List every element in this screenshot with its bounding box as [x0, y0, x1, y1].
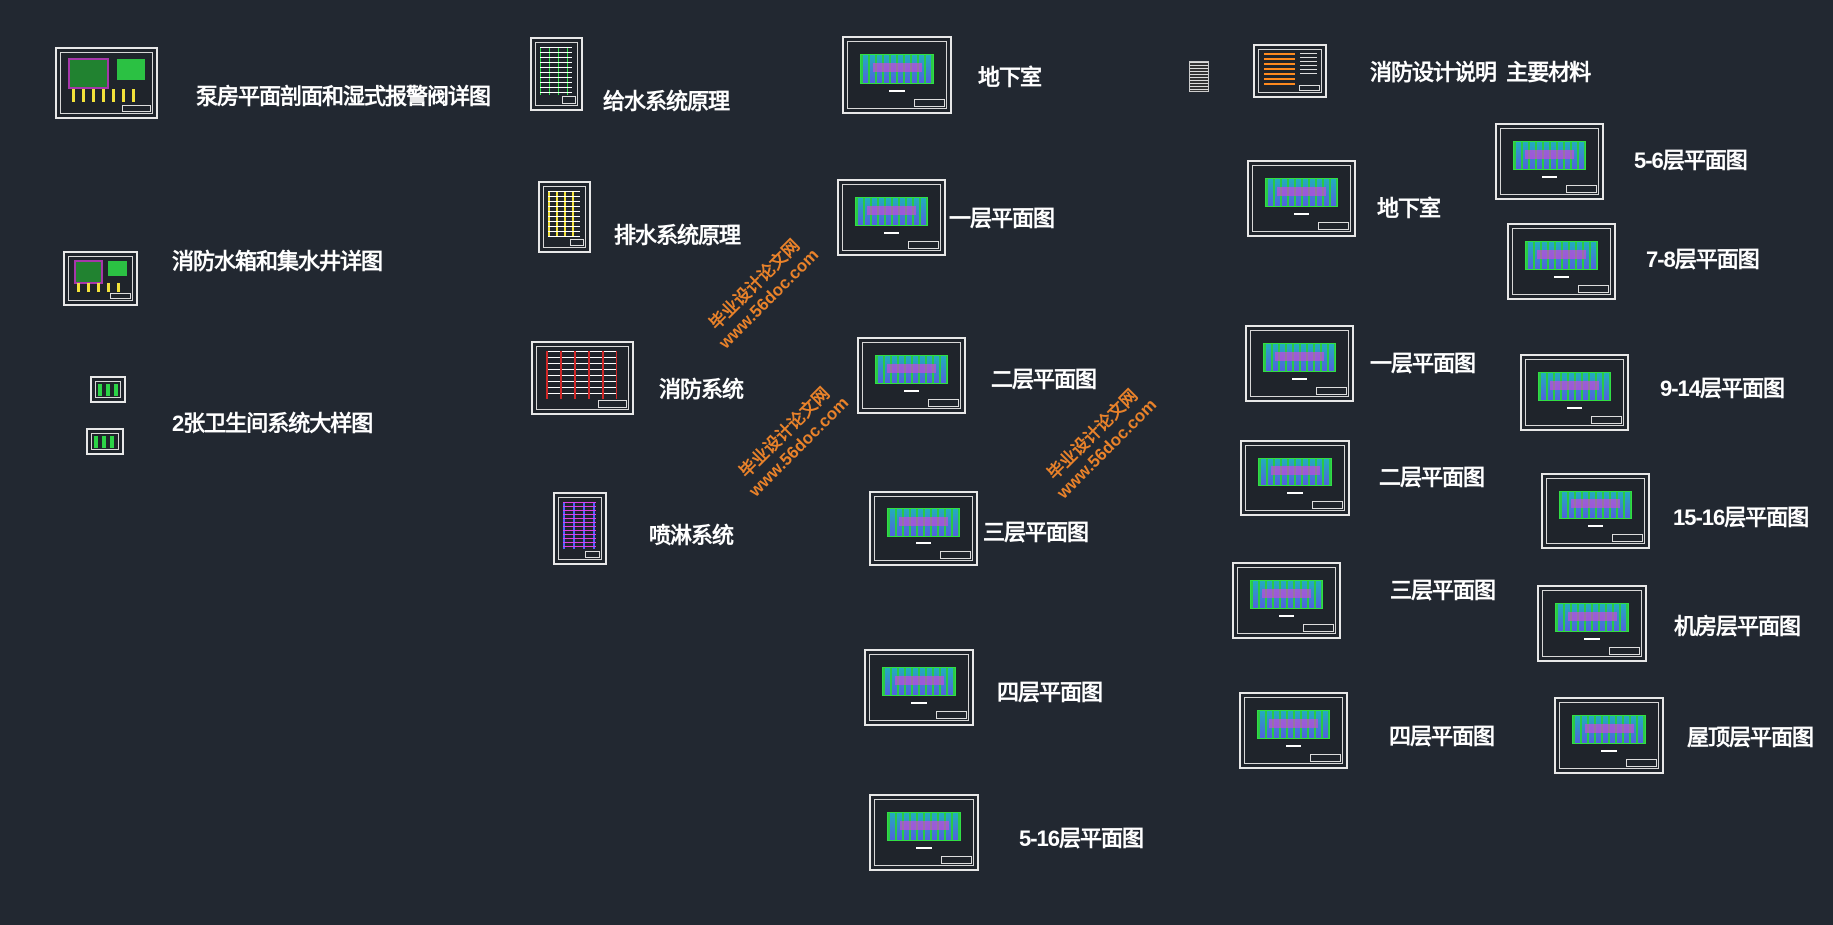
label-drain-system: 排水系统原理	[614, 223, 741, 248]
drawing-thumbnail-toilet-1[interactable]	[90, 376, 126, 403]
drawing-thumbnail-fire-design-notes[interactable]	[1253, 44, 1327, 98]
label-floor7-8: 7-8层平面图	[1646, 247, 1760, 272]
label-c3-floor1: 一层平面图	[949, 206, 1055, 231]
label-c3-floor4: 四层平面图	[997, 680, 1103, 705]
drawing-thumbnail-machine-room[interactable]	[1537, 585, 1647, 662]
drawing-thumbnail-roof[interactable]	[1554, 697, 1664, 774]
label-floor9-14: 9-14层平面图	[1660, 376, 1785, 401]
drawing-thumbnail-c3-floor1[interactable]	[837, 179, 946, 256]
drawing-thumbnail-floor9-14[interactable]	[1520, 354, 1629, 431]
label-c3-floor5-16: 5-16层平面图	[1019, 826, 1144, 851]
drawing-thumbnail-fire-system[interactable]	[531, 341, 634, 415]
label-c4-floor4: 四层平面图	[1389, 724, 1495, 749]
drawing-thumbnail-sprinkler-system[interactable]	[553, 492, 607, 565]
drawing-thumbnail-floor15-16[interactable]	[1541, 473, 1650, 549]
drawing-thumbnail-water-tank[interactable]	[63, 251, 138, 306]
drawing-thumbnail-floor7-8[interactable]	[1507, 223, 1616, 300]
drawing-thumbnail-c4-floor4[interactable]	[1239, 692, 1348, 769]
drawing-thumbnail-drain-system[interactable]	[538, 181, 591, 253]
drawing-thumbnail-c3-basement[interactable]	[842, 36, 952, 114]
drawing-thumbnail-floor5-6[interactable]	[1495, 123, 1604, 200]
label-c3-basement: 地下室	[978, 65, 1042, 90]
label-pump-room: 泵房平面剖面和湿式报警阀详图	[196, 84, 491, 109]
label-floor5-6: 5-6层平面图	[1634, 148, 1748, 173]
label-roof: 屋顶层平面图	[1687, 725, 1814, 750]
drawing-thumbnail-c4-floor3[interactable]	[1232, 562, 1341, 639]
drawing-thumbnail-c3-floor3[interactable]	[869, 491, 978, 566]
drawing-thumbnail-c3-floor4[interactable]	[864, 649, 974, 726]
label-water-tank: 消防水箱和集水井详图	[172, 249, 383, 274]
drawing-thumbnail-c4-basement[interactable]	[1247, 160, 1356, 237]
label-fire-design-notes: 消防设计说明 主要材料	[1370, 60, 1591, 85]
drawing-thumbnail-c3-floor2[interactable]	[857, 337, 966, 414]
label-machine-room: 机房层平面图	[1674, 614, 1801, 639]
label-c3-floor3: 三层平面图	[983, 520, 1089, 545]
label-c3-floor2: 二层平面图	[991, 367, 1097, 392]
label-fire-system: 消防系统	[659, 377, 744, 402]
drawing-thumbnail-toilet-2[interactable]	[86, 428, 124, 455]
label-toilet-detail: 2张卫生间系统大样图	[172, 411, 373, 436]
drawing-thumbnail-supply-system[interactable]	[530, 37, 583, 111]
label-floor15-16: 15-16层平面图	[1673, 505, 1809, 530]
label-sprinkler-system: 喷淋系统	[649, 523, 734, 548]
label-c4-floor3: 三层平面图	[1390, 578, 1496, 603]
document-icon[interactable]	[1189, 61, 1209, 92]
label-supply-system: 给水系统原理	[603, 89, 730, 114]
label-c4-floor1: 一层平面图	[1370, 351, 1476, 376]
drawing-thumbnail-c4-floor2[interactable]	[1240, 440, 1350, 516]
drawing-thumbnail-c3-floor5-16[interactable]	[869, 794, 979, 871]
drawing-thumbnail-pump-room[interactable]	[55, 47, 158, 119]
label-c4-basement: 地下室	[1377, 196, 1441, 221]
label-c4-floor2: 二层平面图	[1379, 465, 1485, 490]
drawing-thumbnail-c4-floor1[interactable]	[1245, 325, 1354, 402]
